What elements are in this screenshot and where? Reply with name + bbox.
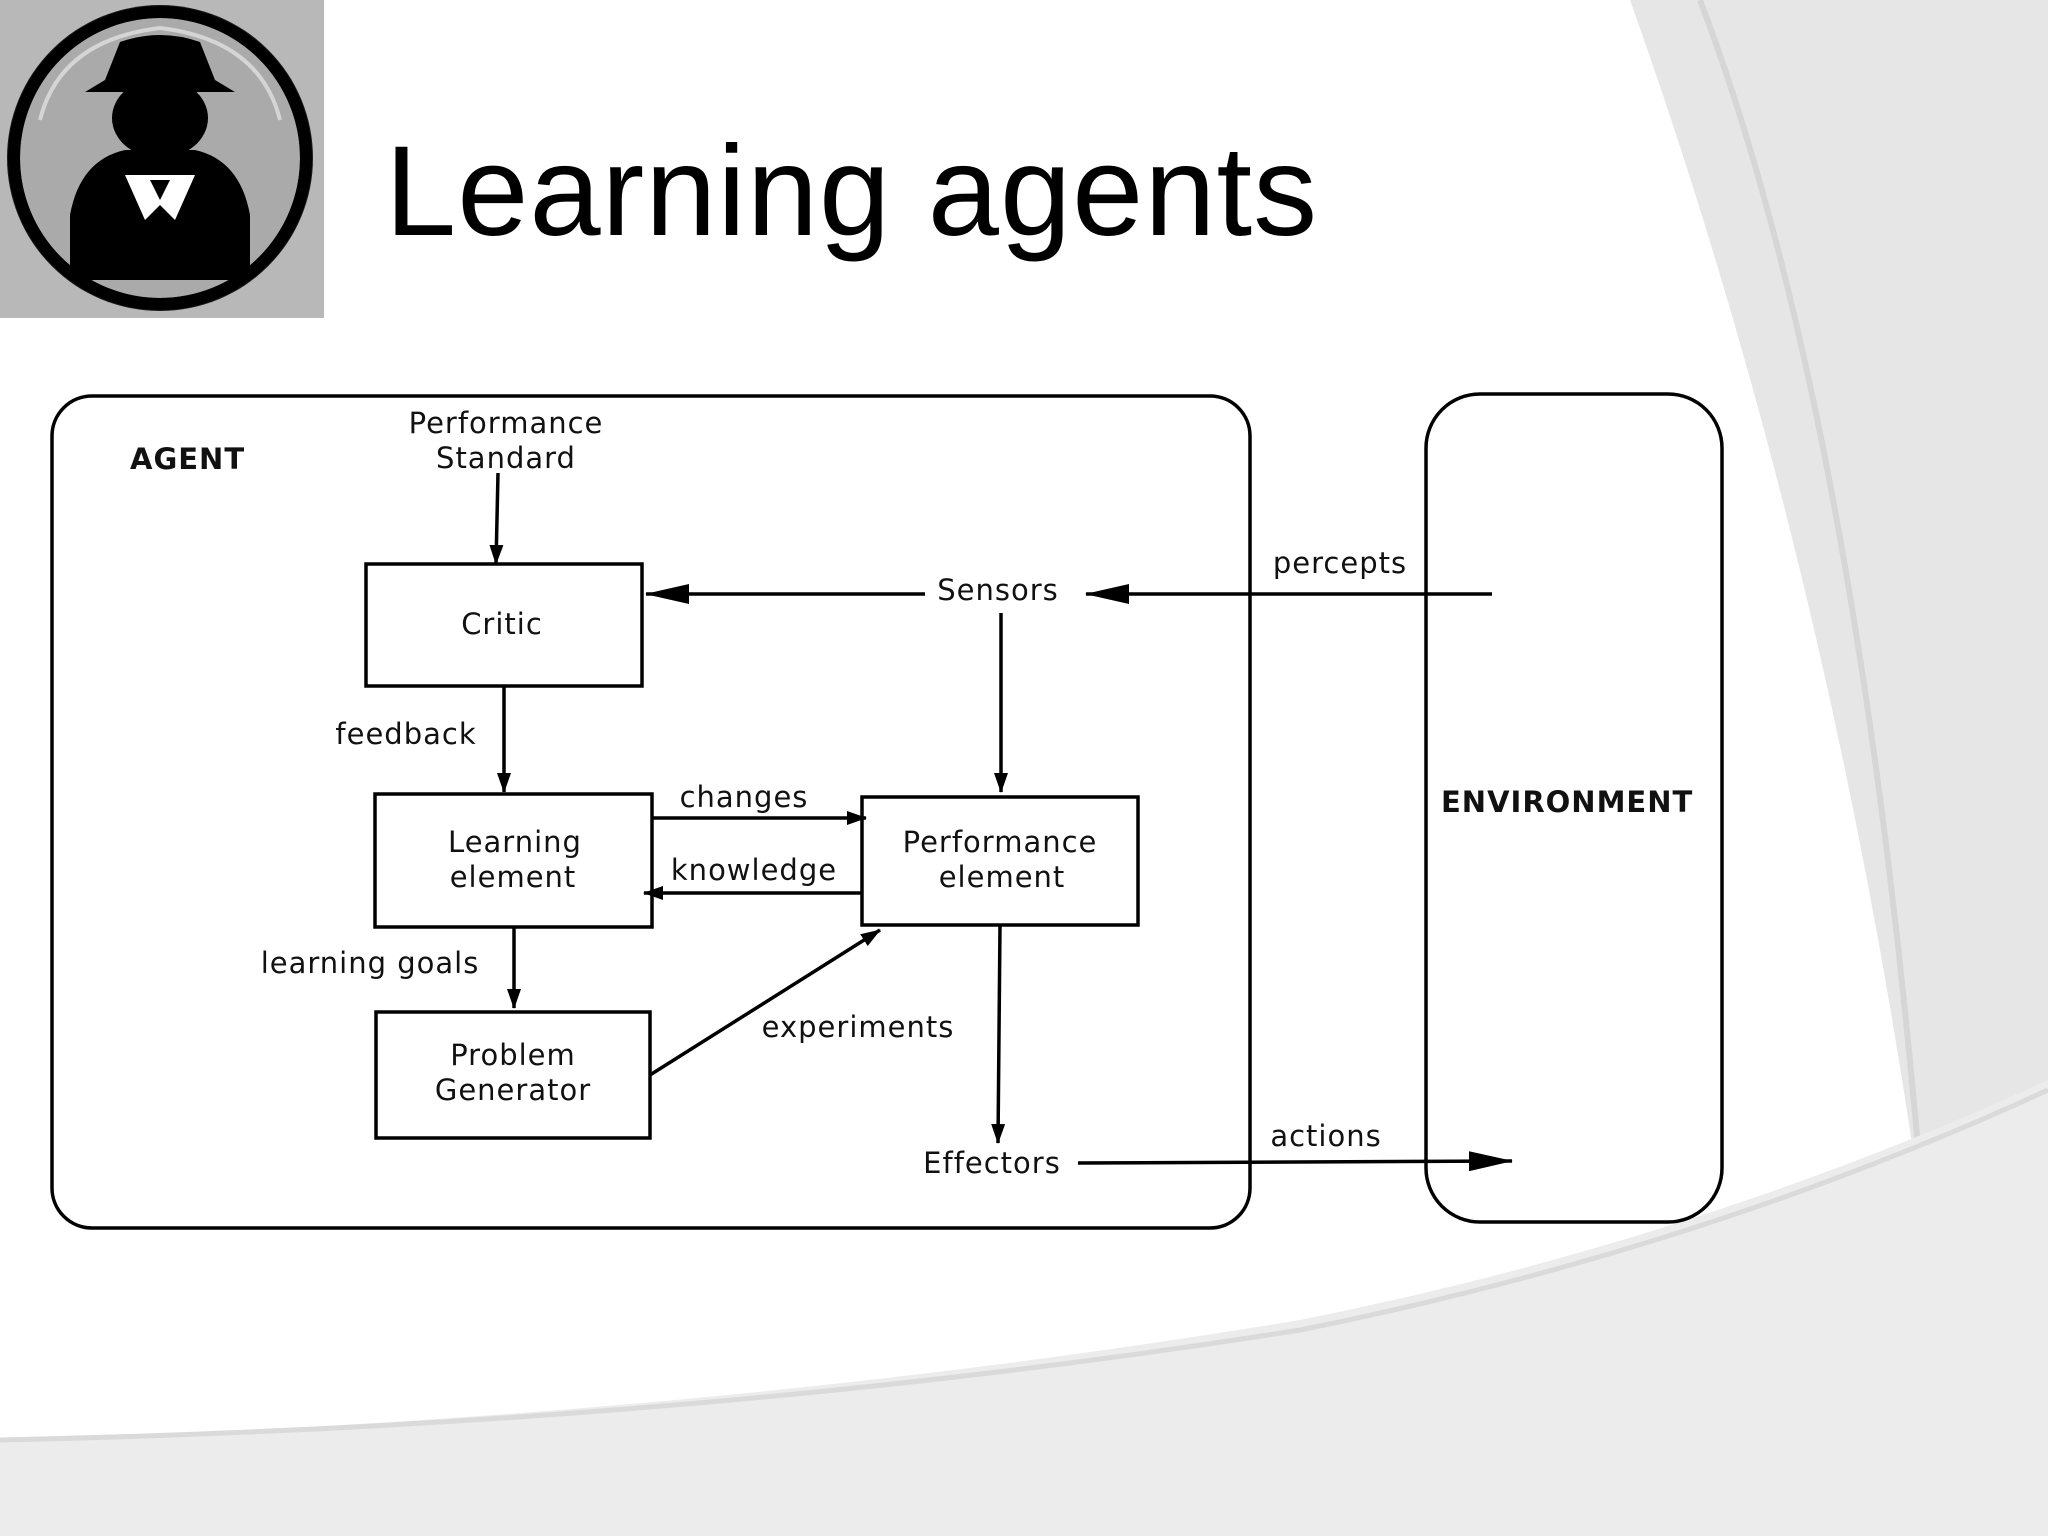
- actions-arrow: [1077, 1151, 1513, 1172]
- critic-box: [364, 562, 644, 688]
- performance-to-effectors-arrow: [991, 924, 1006, 1144]
- performance-element-box: [860, 795, 1140, 927]
- standard-to-critic-arrow: [489, 472, 504, 565]
- performance-element-label-line2: element: [939, 860, 1066, 894]
- learning-element-label-line2: element: [450, 860, 577, 894]
- slide-title: Learning agents: [385, 120, 1319, 263]
- changes-label: changes: [680, 780, 809, 814]
- spy-avatar-icon: [7, 5, 313, 311]
- percepts-label: percepts: [1273, 546, 1407, 580]
- problem-generator-label-line2: Generator: [435, 1073, 591, 1107]
- actions-label: actions: [1270, 1119, 1381, 1153]
- knowledge-label: knowledge: [671, 853, 837, 887]
- sensors-label: Sensors: [937, 573, 1059, 607]
- performance-standard-label-line1: Performance: [409, 406, 604, 440]
- background-swoosh-bottom-line: [0, 1087, 2048, 1443]
- effectors-label: Effectors: [923, 1146, 1061, 1180]
- background-swoosh-bottom: [0, 1080, 2048, 1536]
- experiments-label: experiments: [762, 1010, 955, 1044]
- performance-element-label-line1: Performance: [903, 825, 1098, 859]
- experiments-arrow: [649, 928, 881, 1077]
- learning-goals-label: learning goals: [261, 946, 480, 980]
- agent-label: AGENT: [130, 442, 245, 476]
- performance-standard-label-line2: Standard: [436, 441, 576, 475]
- learning-element-label-line1: Learning: [448, 825, 582, 859]
- critic-label: Critic: [461, 607, 543, 641]
- feedback-label: feedback: [335, 717, 476, 751]
- learning-element-box: [373, 792, 654, 929]
- environment-label: ENVIRONMENT: [1441, 785, 1693, 819]
- environment-container: [1424, 392, 1724, 1224]
- problem-generator-label-line1: Problem: [450, 1038, 576, 1072]
- logo-tile: [0, 0, 324, 318]
